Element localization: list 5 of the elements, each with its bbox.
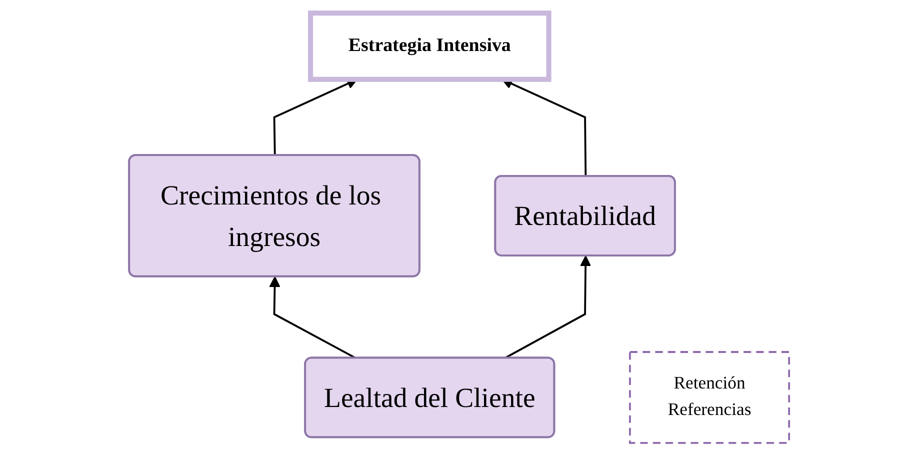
arrow — [269, 276, 356, 359]
arrow — [504, 255, 592, 359]
flowchart: Estrategia Intensiva Crecimientos de los ingresos Rentabilidad Lealtad del Cliente Retención Referencias — [118, 2, 800, 452]
node-box — [308, 10, 552, 82]
node-box — [628, 350, 790, 444]
